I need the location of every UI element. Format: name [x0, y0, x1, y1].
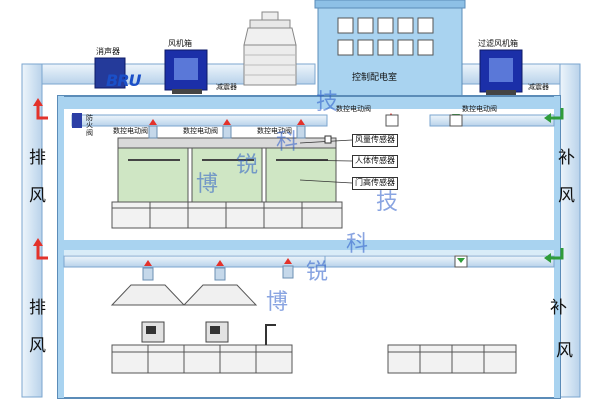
- valve-label-5: 数控电动阀: [462, 105, 497, 113]
- right-wall: [554, 96, 560, 398]
- watermark-char-7: 科: [346, 232, 369, 257]
- supply-upper-char-1: 补: [558, 148, 575, 168]
- upper-supply-main: [429, 114, 555, 127]
- exhaust-upper-char-1: 排: [29, 148, 46, 168]
- cooling-tower: [243, 11, 297, 86]
- supply-upper-char-2: 风: [558, 186, 575, 206]
- exhaust-arrows: [36, 104, 48, 260]
- brand-logo: BRU: [106, 71, 142, 90]
- reducer-right-label: 减震器: [528, 83, 549, 91]
- sash-sensor-label: 门高传感器: [352, 177, 398, 190]
- watermark-char-4: 技: [316, 90, 339, 115]
- watermark-char-1: 博: [196, 172, 219, 197]
- floor-slab-middle: [60, 240, 558, 250]
- left-riser-duct: [21, 63, 43, 398]
- watermark-char-5: 博: [266, 290, 289, 315]
- supply-lower-char-1: 补: [550, 298, 567, 318]
- ceiling-slab-upper: [60, 97, 558, 109]
- body-sensor-label: 人体传感器: [352, 155, 398, 168]
- valve-label-3: 数控电动阀: [257, 127, 292, 135]
- reducer-left-label: 减震器: [216, 83, 237, 91]
- lower-canopy-hoods: [110, 265, 294, 306]
- supply-lower-char-2: 风: [556, 341, 573, 361]
- control-room-label: 控制配电室: [352, 73, 398, 83]
- exhaust-lower-char-2: 风: [29, 336, 46, 356]
- muffler-box: [94, 57, 126, 89]
- valve-label-4: 数控电动阀: [336, 105, 371, 113]
- lower-lab-benches: [111, 321, 517, 374]
- watermark-char-2: 锐: [236, 153, 259, 178]
- filter-fan-box-label: 过滤风机箱: [478, 39, 518, 48]
- watermark-char-8: 技: [376, 190, 399, 215]
- left-wall: [58, 96, 64, 398]
- upper-exhaust-main: [71, 114, 328, 127]
- upper-fume-hoods: [111, 125, 343, 229]
- control-room-panels: [337, 17, 434, 56]
- muffler-label: 消声器: [96, 47, 120, 56]
- valve-label-2: 数控电动阀: [183, 127, 218, 135]
- lower-supply-main: [324, 255, 555, 268]
- valve-label-1: 数控电动阀: [113, 127, 148, 135]
- exhaust-upper-char-2: 风: [29, 186, 46, 206]
- airflow-sensor-label: 风量传感器: [352, 134, 398, 147]
- supply-arrows: [550, 108, 564, 260]
- fan-box-label: 风机箱: [168, 39, 192, 48]
- watermark-char-3: 科: [276, 130, 299, 155]
- watermark-char-6: 锐: [306, 260, 329, 285]
- exhaust-lower-char-1: 排: [29, 298, 46, 318]
- fire-damper-label: 防火阀: [86, 114, 93, 137]
